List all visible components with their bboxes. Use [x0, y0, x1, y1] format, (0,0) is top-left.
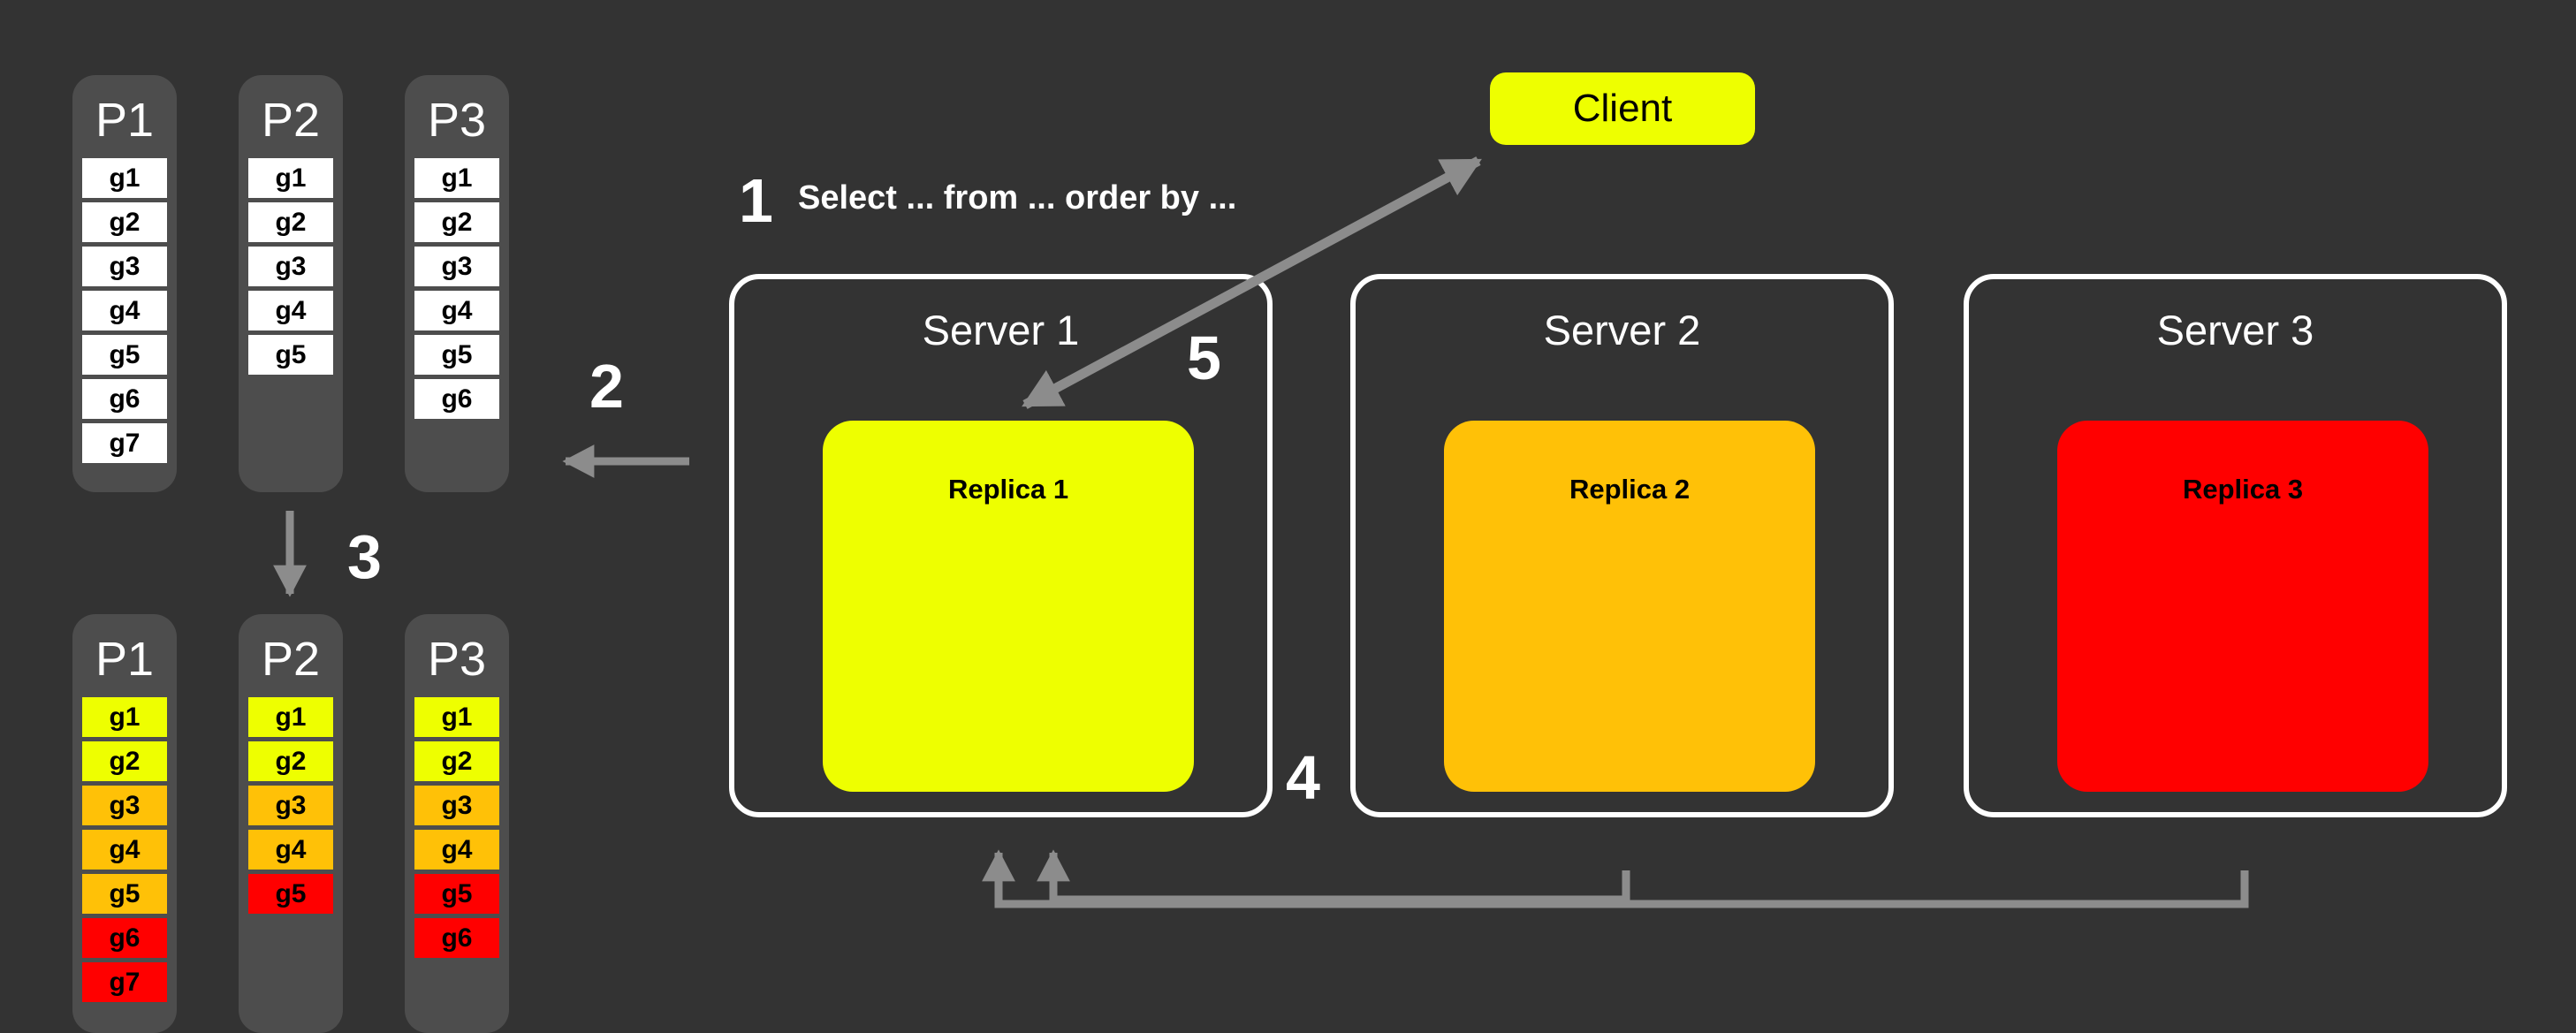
partition-cell: g2 [414, 202, 499, 242]
partition-title: P3 [427, 94, 487, 147]
partition-cell: g3 [82, 247, 167, 286]
replica-box-2[interactable]: Replica 2 [1444, 421, 1815, 792]
partition-cell: g7 [82, 423, 167, 463]
partition-cell: g2 [414, 741, 499, 781]
partition-cell: g6 [414, 918, 499, 958]
partition-cell: g1 [248, 158, 333, 198]
partition-cell: g3 [82, 786, 167, 825]
partition-cell: g3 [414, 247, 499, 286]
partition-cell: g3 [414, 786, 499, 825]
partition-cell: g1 [414, 158, 499, 198]
partition-cell: g4 [414, 291, 499, 330]
partition-cell: g2 [82, 202, 167, 242]
partition-column-top-p3: P3 g1 g2 g3 g4 g5 g6 [405, 75, 509, 492]
partition-title: P1 [95, 633, 155, 686]
partition-column-bottom-p3: P3 g1 g2 g3 g4 g5 g6 [405, 614, 509, 1033]
server-title: Server 3 [2156, 307, 2314, 353]
partition-cell: g1 [82, 697, 167, 737]
partition-cell: g6 [414, 379, 499, 419]
partition-cell-list: g1 g2 g3 g4 g5 g6 g7 [72, 697, 177, 1002]
step-number-4: 4 [1286, 743, 1320, 812]
client-box[interactable]: Client [1490, 72, 1755, 145]
partition-column-top-p2: P2 g1 g2 g3 g4 g5 [239, 75, 343, 492]
partition-cell: g4 [82, 291, 167, 330]
partition-cell: g3 [248, 786, 333, 825]
partition-cell: g1 [248, 697, 333, 737]
partition-cell-list: g1 g2 g3 g4 g5 g6 [405, 697, 509, 958]
partition-cell-list: g1 g2 g3 g4 g5 g6 g7 [72, 158, 177, 463]
replica-box-1[interactable]: Replica 1 [823, 421, 1194, 792]
arrow-step-4-inner [1037, 849, 1630, 904]
replica-box-3[interactable]: Replica 3 [2057, 421, 2428, 792]
arrow-step-4-outer [982, 849, 2249, 908]
server-box-2[interactable]: Server 2 Replica 2 [1350, 274, 1894, 817]
partition-cell: g5 [82, 335, 167, 375]
partition-cell: g2 [82, 741, 167, 781]
server-box-3[interactable]: Server 3 Replica 3 [1964, 274, 2507, 817]
replica-label: Replica 3 [2182, 474, 2304, 505]
query-caption: Select ... from ... order by ... [798, 179, 1237, 216]
partition-title: P3 [427, 633, 487, 686]
partition-cell: g1 [82, 158, 167, 198]
partition-cell-list: g1 g2 g3 g4 g5 g6 [405, 158, 509, 419]
step-number-3: 3 [347, 522, 382, 591]
partition-cell: g5 [248, 874, 333, 914]
partition-cell: g2 [248, 202, 333, 242]
partition-cell-list: g1 g2 g3 g4 g5 [239, 158, 343, 375]
server-title: Server 2 [1543, 307, 1701, 353]
partition-cell: g6 [82, 379, 167, 419]
partition-cell: g2 [248, 741, 333, 781]
partition-title: P1 [95, 94, 155, 147]
partition-cell: g5 [414, 874, 499, 914]
partition-title: P2 [261, 633, 321, 686]
step-number-2: 2 [589, 352, 624, 421]
partition-cell: g7 [82, 962, 167, 1002]
replica-label: Replica 2 [1569, 474, 1691, 505]
replica-label: Replica 1 [947, 474, 1069, 505]
step-number-1: 1 [739, 166, 773, 235]
partition-cell: g1 [414, 697, 499, 737]
partition-cell: g6 [82, 918, 167, 958]
partition-cell-list: g1 g2 g3 g4 g5 [239, 697, 343, 914]
partition-cell: g5 [248, 335, 333, 375]
step-number-5: 5 [1187, 323, 1221, 392]
partition-title: P2 [261, 94, 321, 147]
partition-cell: g4 [248, 291, 333, 330]
partition-cell: g3 [248, 247, 333, 286]
partition-cell: g4 [82, 830, 167, 870]
partition-column-bottom-p1: P1 g1 g2 g3 g4 g5 g6 g7 [72, 614, 177, 1033]
partition-column-bottom-p2: P2 g1 g2 g3 g4 g5 [239, 614, 343, 1033]
client-label: Client [1572, 87, 1673, 130]
partition-column-top-p1: P1 g1 g2 g3 g4 g5 g6 g7 [72, 75, 177, 492]
partition-cell: g4 [414, 830, 499, 870]
server-box-1[interactable]: Server 1 Replica 1 [729, 274, 1273, 817]
partition-cell: g5 [414, 335, 499, 375]
partition-cell: g4 [248, 830, 333, 870]
partition-cell: g5 [82, 874, 167, 914]
